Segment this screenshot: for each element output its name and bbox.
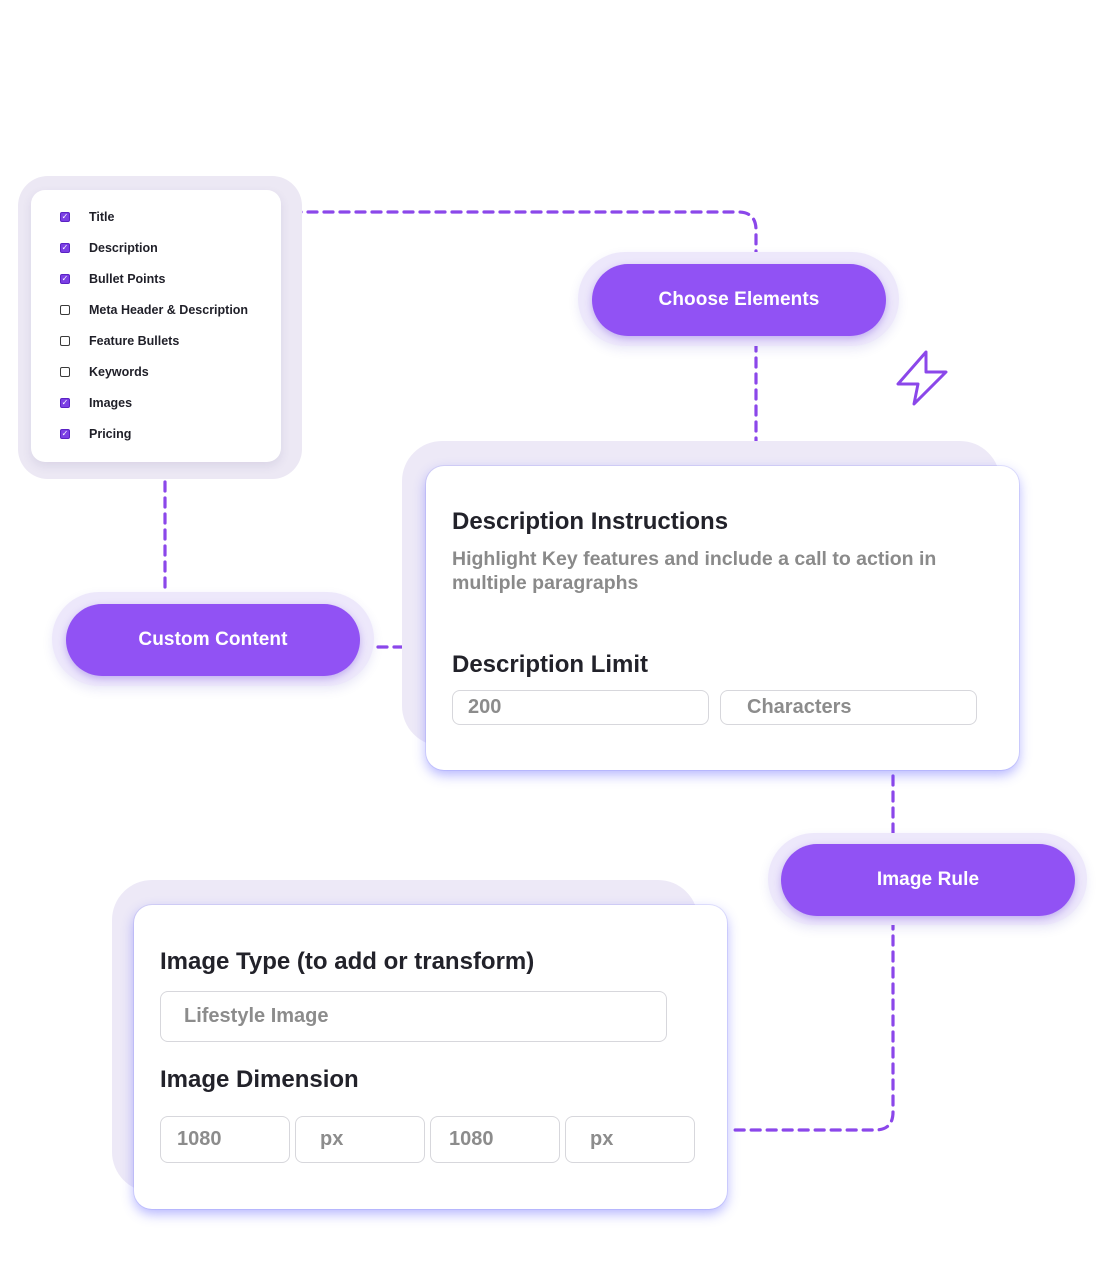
image-height-unit-select[interactable]: px [565, 1116, 695, 1163]
checklist-item[interactable]: ✓ Bullet Points [60, 271, 165, 287]
image-dimension-heading: Image Dimension [160, 1066, 359, 1093]
checklist-item[interactable]: ✓ Pricing [60, 426, 131, 442]
checklist-item-label: Images [89, 396, 133, 410]
image-type-heading: Image Type (to add or transform) [160, 948, 535, 975]
description-card: Description Instructions Highlight Key f… [426, 466, 1019, 770]
checklist-item-label: Keywords [89, 365, 149, 379]
checkbox-checked-icon[interactable]: ✓ [60, 212, 70, 222]
image-type-select[interactable]: Lifestyle Image [160, 991, 667, 1042]
image-rule-button[interactable]: Image Rule [781, 844, 1075, 916]
custom-content-button[interactable]: Custom Content [66, 604, 360, 676]
checkbox-checked-icon[interactable]: ✓ [60, 243, 70, 253]
checklist-item-label: Title [89, 210, 115, 224]
description-instructions-heading: Description Instructions [452, 508, 729, 535]
image-height-input[interactable]: 1080 [430, 1116, 560, 1163]
image-rule-card: Image Type (to add or transform) Lifesty… [134, 905, 727, 1209]
checkbox-checked-icon[interactable]: ✓ [60, 398, 70, 408]
checklist-item[interactable]: Feature Bullets [60, 333, 179, 349]
checklist-item-label: Pricing [89, 427, 132, 441]
lightning-icon [896, 350, 948, 406]
checkbox-checked-icon[interactable]: ✓ [60, 429, 70, 439]
checklist-item[interactable]: Keywords [60, 364, 149, 380]
checklist-item-label: Feature Bullets [89, 334, 180, 348]
description-limit-heading: Description Limit [452, 651, 649, 678]
checkbox-unchecked-icon[interactable] [60, 367, 70, 377]
checklist-item-label: Bullet Points [89, 272, 166, 286]
choose-elements-button[interactable]: Choose Elements [592, 264, 886, 336]
image-width-unit-select[interactable]: px [295, 1116, 425, 1163]
description-instructions-text[interactable]: Highlight Key features and include a cal… [452, 548, 937, 594]
description-limit-input[interactable]: 200 [452, 690, 709, 725]
checklist-item[interactable]: ✓ Title [60, 209, 114, 225]
checkbox-unchecked-icon[interactable] [60, 305, 70, 315]
checklist-item-label: Meta Header & Description [89, 303, 249, 317]
image-width-input[interactable]: 1080 [160, 1116, 290, 1163]
description-limit-unit-select[interactable]: Characters [720, 690, 977, 725]
connector-imagerule-to-imagecard [728, 918, 895, 1132]
checklist-item[interactable]: ✓ Images [60, 395, 132, 411]
checkbox-checked-icon[interactable]: ✓ [60, 274, 70, 284]
checklist-item[interactable]: ✓ Description [60, 240, 158, 256]
checklist-item[interactable]: Meta Header & Description [60, 302, 248, 318]
checkbox-unchecked-icon[interactable] [60, 336, 70, 346]
checklist-item-label: Description [89, 241, 158, 255]
